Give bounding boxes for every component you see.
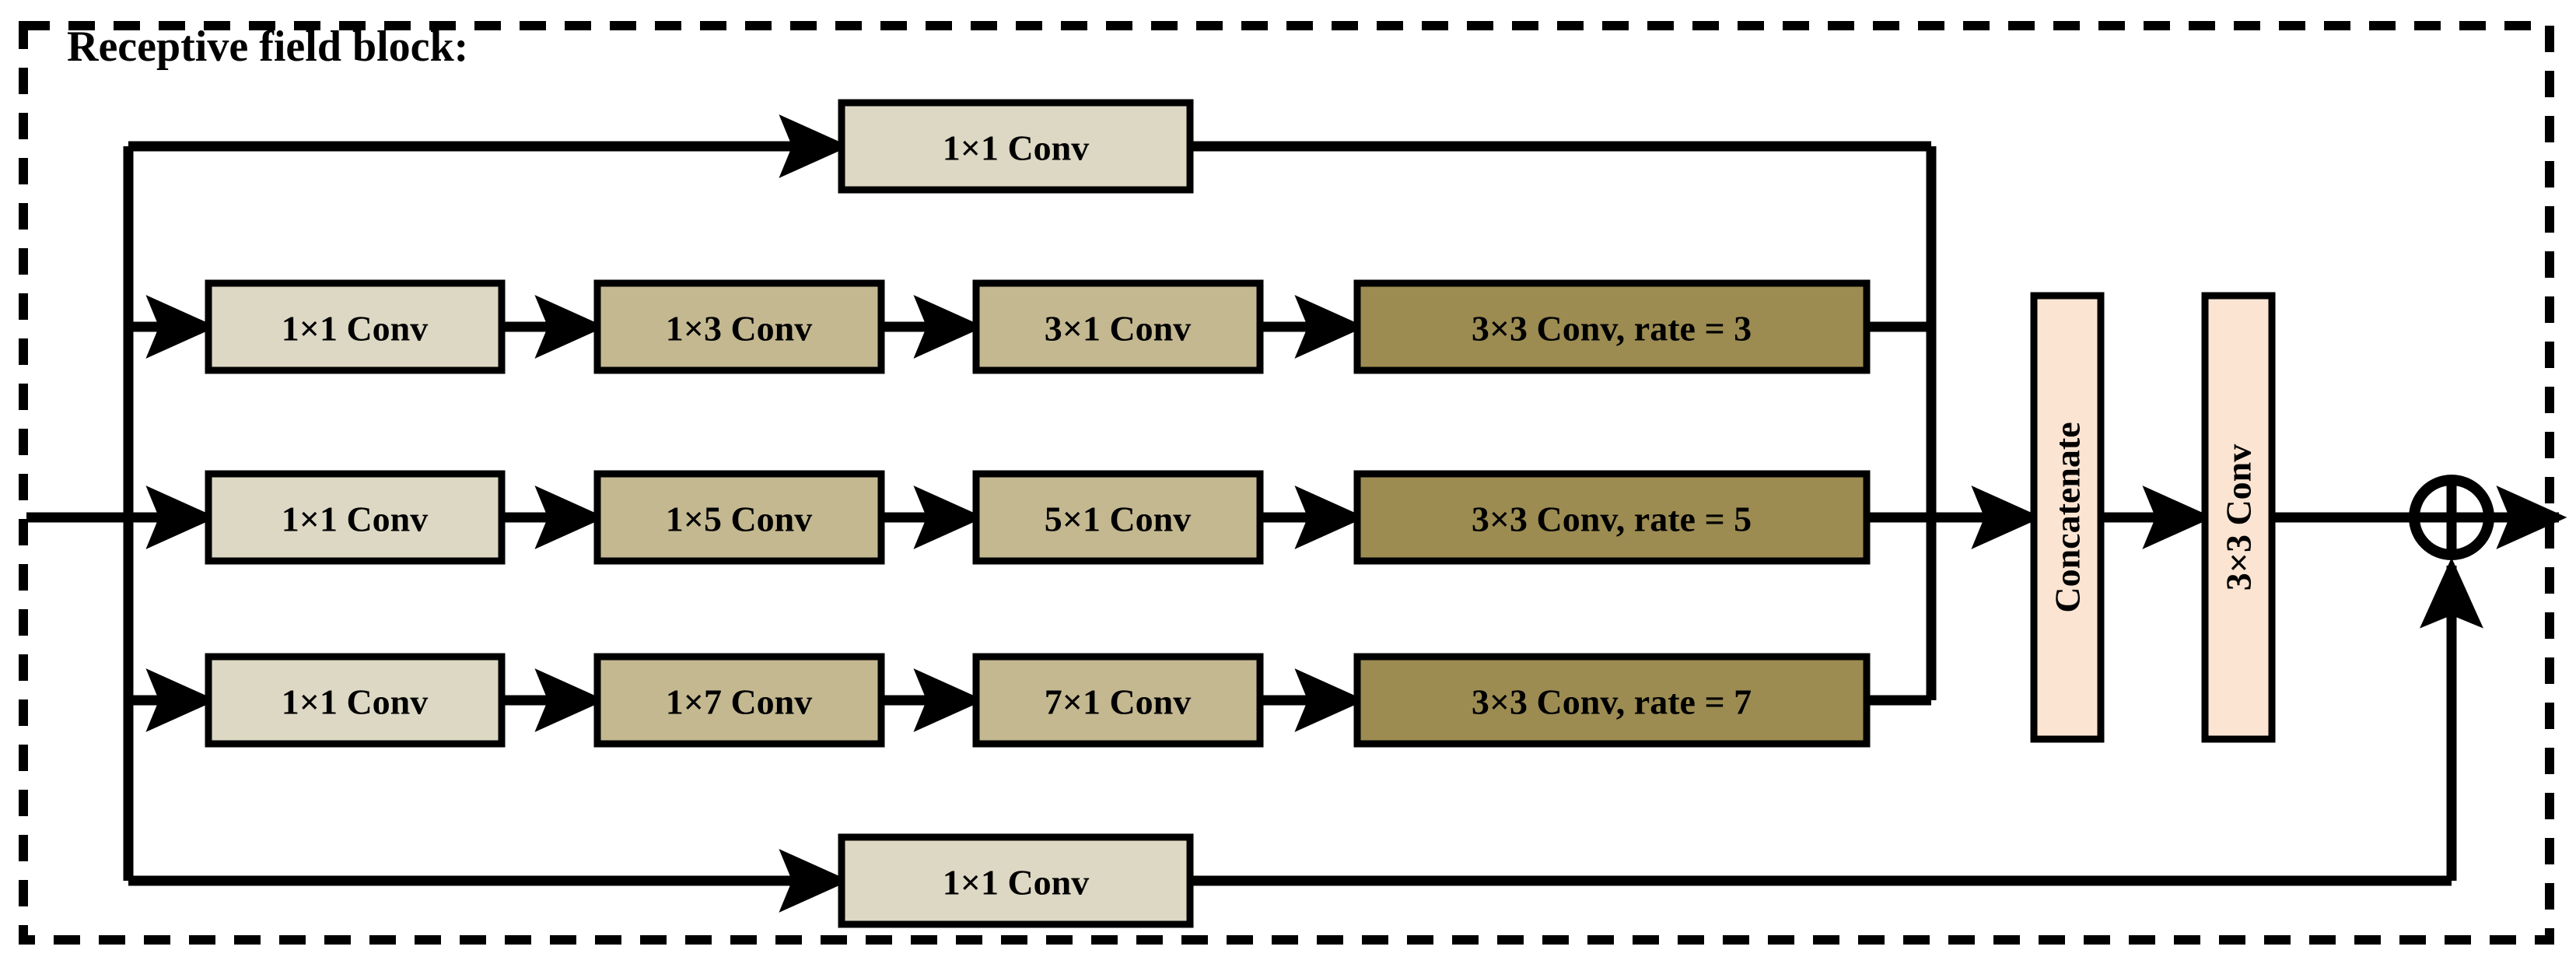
stage-rect [593, 653, 885, 748]
branch-rate-7-stage-4[interactable]: 3×3 Conv, rate = 7 [1353, 653, 1871, 748]
branch-rate-5-stage-3[interactable]: 5×1 Conv [972, 470, 1264, 565]
wiring [26, 114, 2567, 913]
branch-rate-3-stage-4[interactable]: 3×3 Conv, rate = 3 [1353, 279, 1871, 374]
shortcut-bottom-rect [838, 833, 1194, 928]
stage-rect [205, 470, 506, 565]
branch-rate-7: 1×1 Conv 1×7 Conv 7×1 Conv 3×3 Conv, rat… [205, 653, 1871, 748]
concatenate-label: Concatenate [2048, 422, 2088, 612]
page-title: Receptive field block: [67, 23, 468, 71]
stage-label: 3×1 Conv [1045, 309, 1192, 349]
addition-node[interactable] [2409, 475, 2494, 560]
shortcut-bottom-label: 1×1 Conv [943, 863, 1090, 903]
concatenate-box[interactable]: Concatenate [2030, 292, 2105, 743]
fuse-conv-rect [2201, 292, 2276, 743]
block-boundary [19, 21, 2554, 945]
stage-label: 3×3 Conv, rate = 5 [1472, 500, 1752, 539]
branch-rate-5: 1×1 Conv 1×5 Conv 5×1 Conv 3×3 Conv, rat… [205, 470, 1871, 565]
stage-label: 1×1 Conv [282, 682, 429, 722]
stage-rect [205, 279, 506, 374]
stage-label: 1×1 Conv [282, 500, 429, 539]
stage-label: 5×1 Conv [1045, 500, 1192, 539]
shortcut-top-label: 1×1 Conv [943, 128, 1090, 168]
stage-rect [1353, 653, 1871, 748]
branch-rate-3: 1×1 Conv 1×3 Conv 3×1 Conv 3×3 Conv, rat… [205, 279, 1871, 374]
stage-rect [593, 279, 885, 374]
branch-rate-7-stage-2[interactable]: 1×7 Conv [593, 653, 885, 748]
stage-rect [972, 279, 1264, 374]
stage-label: 7×1 Conv [1045, 682, 1192, 722]
stage-label: 3×3 Conv, rate = 7 [1472, 682, 1752, 722]
stage-label: 1×3 Conv [666, 309, 813, 349]
stage-label: 1×7 Conv [666, 682, 813, 722]
stage-label: 1×1 Conv [282, 309, 429, 349]
branch-rate-5-stage-4[interactable]: 3×3 Conv, rate = 5 [1353, 470, 1871, 565]
stage-label: 3×3 Conv, rate = 3 [1472, 309, 1752, 349]
branch-rate-7-stage-3[interactable]: 7×1 Conv [972, 653, 1264, 748]
branch-rate-7-stage-1[interactable]: 1×1 Conv [205, 653, 506, 748]
stage-rect [972, 470, 1264, 565]
shortcut-top-box[interactable]: 1×1 Conv [838, 99, 1194, 194]
stage-rect [972, 653, 1264, 748]
concatenate-rect [2030, 292, 2105, 743]
branch-rate-5-stage-1[interactable]: 1×1 Conv [205, 470, 506, 565]
branch-rate-3-stage-3[interactable]: 3×1 Conv [972, 279, 1264, 374]
stage-rect [1353, 279, 1871, 374]
stage-rect [1353, 470, 1871, 565]
shortcut-bottom-box[interactable]: 1×1 Conv [838, 833, 1194, 928]
branch-rate-5-stage-2[interactable]: 1×5 Conv [593, 470, 885, 565]
fuse-conv-box[interactable]: 3×3 Conv [2201, 292, 2276, 743]
branch-rate-3-stage-2[interactable]: 1×3 Conv [593, 279, 885, 374]
fuse-conv-label: 3×3 Conv [2219, 444, 2259, 591]
stage-rect [205, 653, 506, 748]
stage-label: 1×5 Conv [666, 500, 813, 539]
shortcut-top-rect [838, 99, 1194, 194]
branch-rate-3-stage-1[interactable]: 1×1 Conv [205, 279, 506, 374]
stage-rect [593, 470, 885, 565]
